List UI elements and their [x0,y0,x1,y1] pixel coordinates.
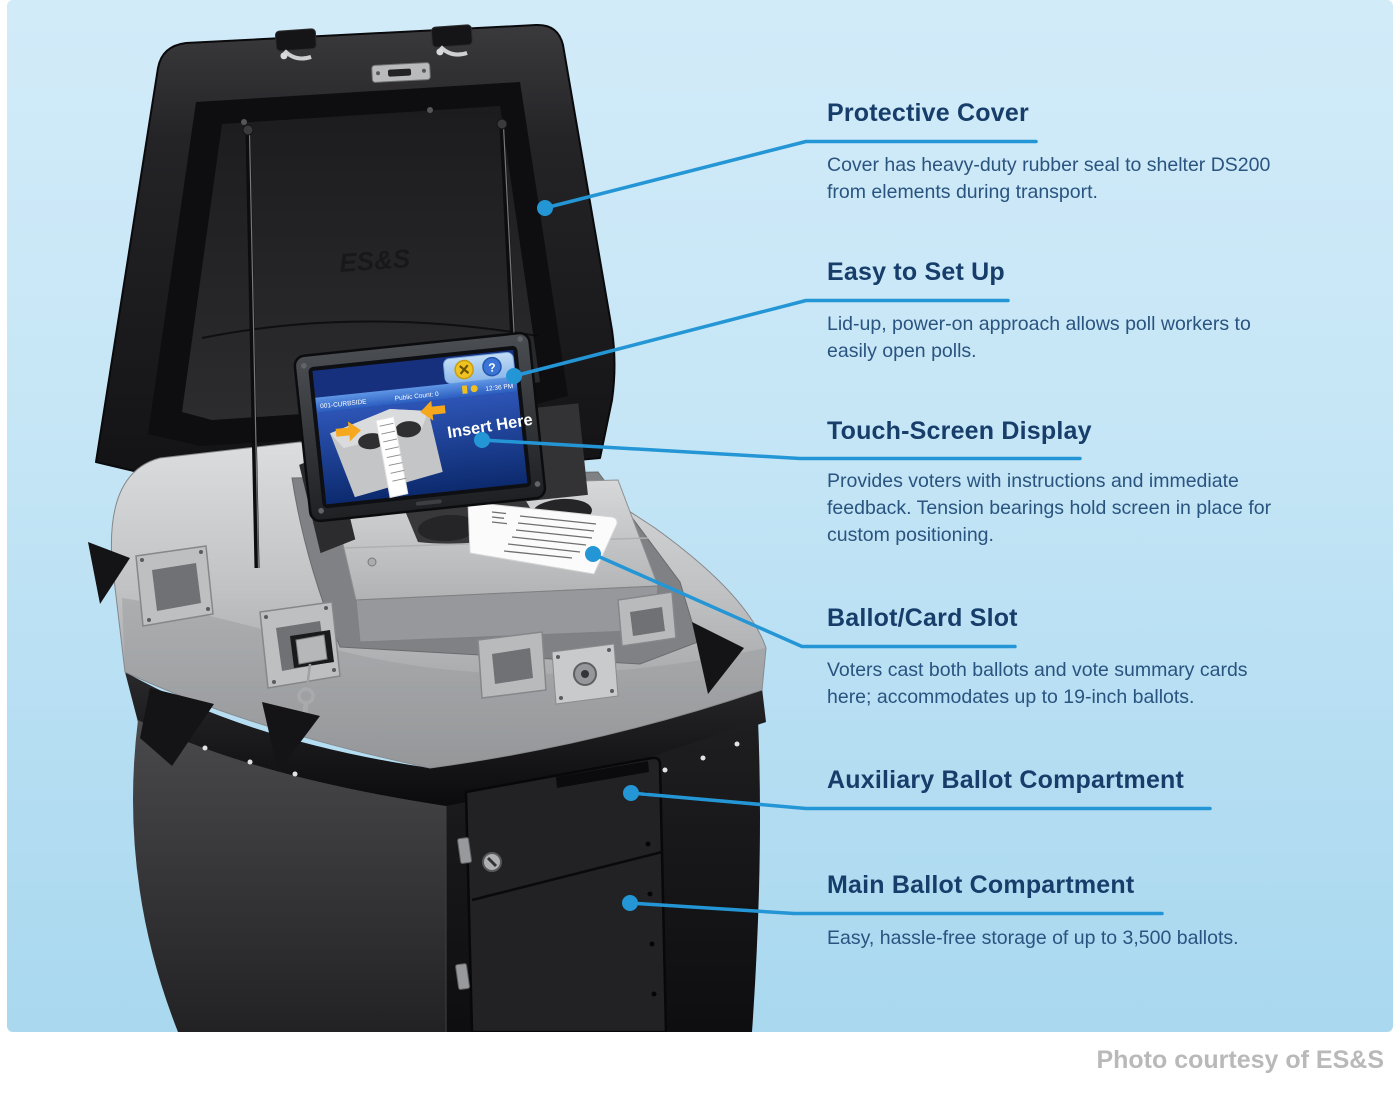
screen-status-left: 001-CURBSIDE [320,398,368,410]
leader-auxiliary-compartment [629,791,1212,811]
screen-insert-graphic [330,400,446,499]
door-pull-recess [556,761,649,788]
ess-embossed-logo: ES&S [338,243,411,278]
callout-body-touch-screen: Provides voters with instructions and im… [827,470,1272,546]
photo-credit: Photo courtesy of ES&S [1096,1046,1384,1074]
door-seam [471,850,663,902]
lid-gas-struts [242,118,516,569]
carry-handle-left-upper [135,545,214,627]
ballot-paper [467,501,618,575]
carry-handle-right [617,591,677,647]
rubber-corner-flaps [88,542,744,772]
tub-rim-band [125,672,766,812]
bezel-screws [301,336,541,514]
dot-protective-cover [537,200,553,216]
callout-body-ballot-slot: Voters cast both ballots and vote summar… [827,659,1248,708]
screen-help-glyph: ? [488,360,497,375]
dot-touch-screen [474,432,490,448]
dot-main-compartment [622,895,638,911]
screen-status-bar [315,376,518,413]
dot-easy-setup [506,368,522,384]
callout-body-easy-setup: Lid-up, power-on approach allows poll wo… [827,313,1251,362]
machine-top-deck [88,441,767,772]
insert-arrow-right-icon [420,400,446,421]
lid-latch-left [274,28,317,61]
callout-title-easy-setup: Easy to Set Up [827,258,1005,286]
lid-handle-plate [371,62,431,83]
callout-title-auxiliary-compartment: Auxiliary Ballot Compartment [827,766,1185,794]
touch-screen-display: ? 001-CURBSIDE Public Count: 0 12:36 PM [293,331,588,554]
callout-body-main-compartment: Easy, hassle-free storage of up to 3,500… [827,927,1239,949]
callout-dots [474,200,639,911]
dot-auxiliary-compartment [623,785,639,801]
insert-arrow-left-icon [335,421,361,442]
leader-easy-setup [512,298,1010,378]
leader-protective-cover [543,139,1038,210]
leader-ballot-slot [591,552,1017,649]
lid-latch-right [430,24,473,57]
carry-handle-front [477,631,547,699]
ballot-compartment-door [455,756,668,1032]
callout-title-ballot-slot: Ballot/Card Slot [827,604,1018,632]
dot-ballot-slot [585,546,601,562]
screen-status-center: Public Count: 0 [394,391,439,403]
deck-lock-plate [551,643,619,705]
screen-status-clock: 12:36 PM [485,383,513,393]
callout-body-protective-cover: Cover has heavy-duty rubber seal to shel… [827,154,1271,203]
callout-leader-lines [480,139,1212,916]
leader-main-compartment [628,901,1164,916]
leader-touch-screen [480,438,1082,461]
screen-help-button [482,356,502,377]
callout-title-protective-cover: Protective Cover [827,99,1029,127]
callout-title-main-compartment: Main Ballot Compartment [827,871,1135,899]
callout-title-touch-screen: Touch-Screen Display [827,417,1092,445]
